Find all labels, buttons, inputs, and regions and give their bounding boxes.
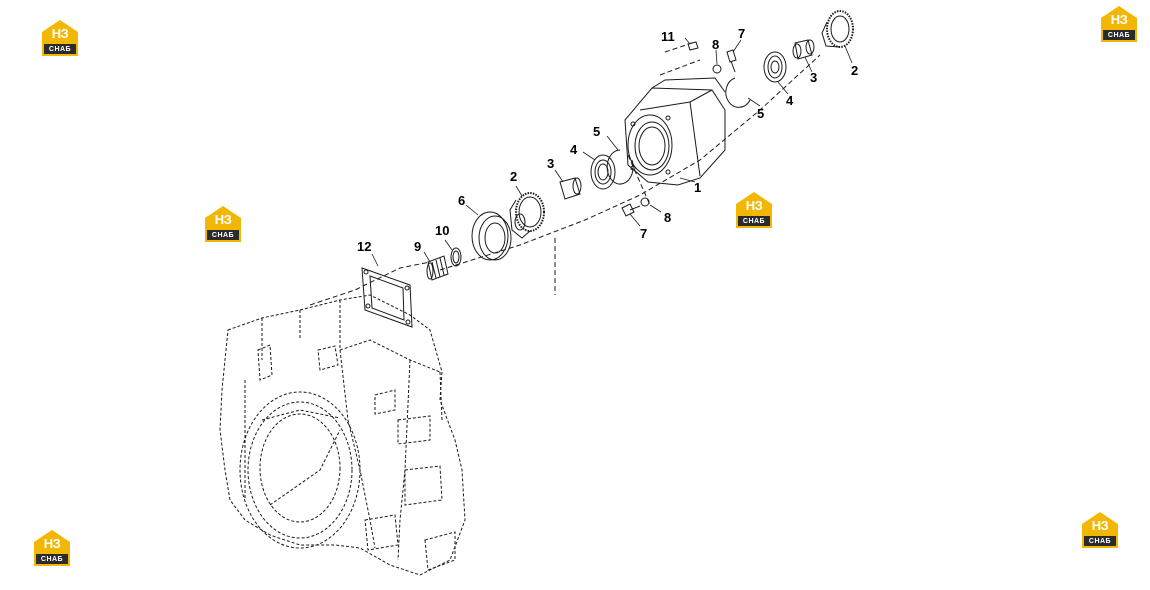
watermark-logo-icon: НЗ СНАБ (1099, 4, 1139, 44)
callout-5-upper: 5 (757, 106, 765, 121)
watermark-bottom-text: СНАБ (211, 232, 235, 239)
part-9-spline-shaft (426, 255, 449, 281)
bolt-7-lower (621, 203, 641, 217)
watermark-logo-icon: НЗ СНАБ (203, 204, 243, 244)
callout-2-lower: 2 (510, 169, 518, 184)
watermark-bottom-text: СНАБ (40, 556, 64, 563)
assembly-axis-lines (309, 41, 821, 306)
watermark-bottom-text: СНАБ (1107, 32, 1131, 39)
callout-4-lower: 4 (570, 142, 578, 157)
watermark-logo-icon: НЗ СНАБ (734, 190, 774, 230)
callout-7-upper: 7 (738, 26, 746, 41)
part-4-bearing-upper (763, 51, 787, 83)
callout-10: 10 (435, 223, 450, 238)
plug-11 (687, 41, 699, 51)
callout-5-lower: 5 (593, 124, 601, 139)
callout-1: 1 (694, 180, 702, 195)
watermark-logo-icon: НЗ СНАБ (1080, 510, 1120, 550)
housing-casing (219, 294, 466, 576)
watermark-top-text: НЗ (43, 536, 61, 551)
part-1-cover-housing (624, 77, 726, 186)
callout-3-lower: 3 (547, 156, 555, 171)
part-3-bushing-lower (559, 177, 582, 200)
washer-8-lower (640, 197, 650, 207)
watermark-top-text: НЗ (214, 212, 232, 227)
part-3-bushing-upper (792, 39, 815, 60)
watermark-bottom-text: СНАБ (1088, 538, 1112, 545)
part-5-circlip-lower (606, 149, 634, 185)
callout-11: 11 (661, 29, 675, 44)
watermark-top-text: НЗ (745, 198, 763, 213)
watermark-logo-icon: НЗ СНАБ (40, 18, 80, 58)
part-5-circlip-upper (725, 77, 751, 108)
callout-12: 12 (357, 239, 372, 254)
callout-9: 9 (414, 239, 422, 254)
leader-lines (371, 37, 853, 267)
callout-8-upper: 8 (712, 37, 720, 52)
callout-2-upper: 2 (851, 63, 859, 78)
part-10-snap-ring (450, 247, 462, 267)
callout-4-upper: 4 (786, 93, 794, 108)
gasket-12 (361, 267, 413, 328)
watermark-top-text: НЗ (51, 26, 69, 41)
part-2-gear-upper (821, 10, 854, 48)
watermark-bottom-text: СНАБ (48, 46, 72, 53)
washer-8-upper (712, 64, 722, 74)
callout-8-lower: 8 (664, 210, 672, 225)
part-6-ring (471, 211, 512, 261)
callout-7-lower: 7 (640, 226, 648, 241)
watermark-logo-icon: НЗ СНАБ (32, 528, 72, 568)
callout-6: 6 (458, 193, 466, 208)
watermark-top-text: НЗ (1091, 518, 1109, 533)
part-2-gear-lower (509, 192, 545, 239)
callout-3-upper: 3 (810, 70, 818, 85)
bolt-7-upper (726, 49, 737, 73)
watermark-bottom-text: СНАБ (742, 218, 766, 225)
watermark-top-text: НЗ (1110, 12, 1128, 27)
